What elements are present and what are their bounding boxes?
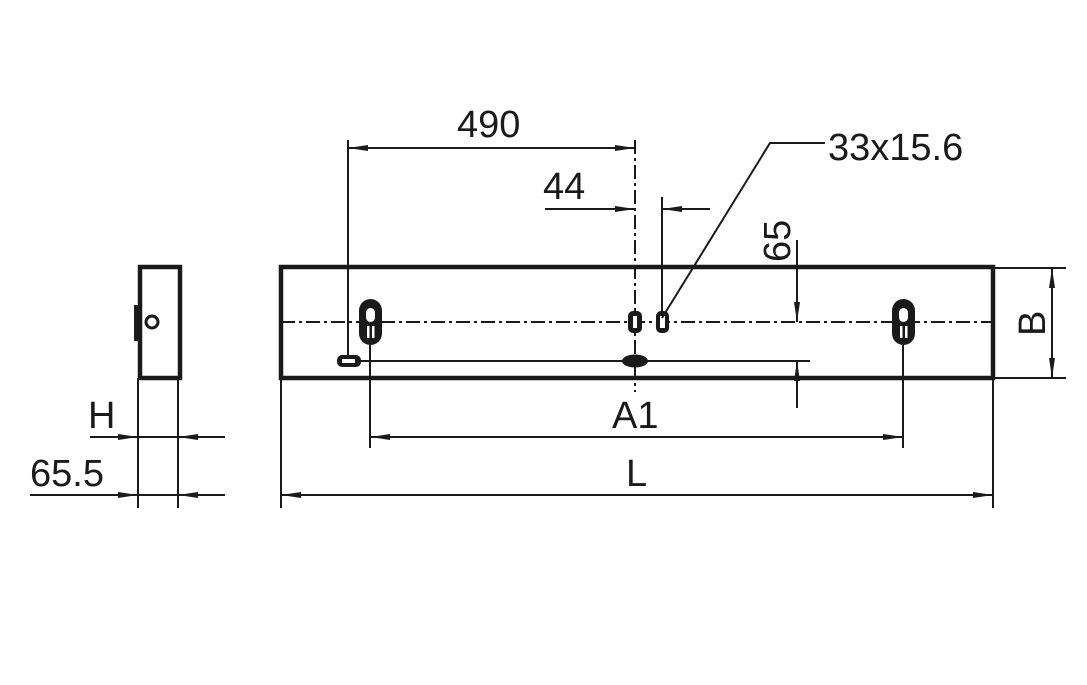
label-slot-size: 33x15.6 (828, 127, 963, 169)
keyhole-left (359, 299, 382, 345)
keyhole-right (892, 299, 915, 345)
label-h: H (88, 395, 115, 437)
lower-hole-center (622, 354, 648, 368)
lower-slot-left (337, 355, 361, 367)
label-490: 490 (457, 104, 520, 146)
label-b: B (1012, 311, 1054, 336)
side-bracket (134, 305, 140, 341)
label-65: 65 (757, 220, 799, 262)
side-view: H 65.5 (30, 264, 225, 508)
label-44: 44 (543, 166, 585, 208)
label-a1: A1 (612, 395, 658, 437)
label-l: L (626, 453, 647, 495)
center-slot (628, 311, 642, 333)
label-65-5: 65.5 (30, 453, 104, 495)
slot-leader (661, 142, 825, 319)
front-view: 490 44 33x15.6 65 B A1 L (278, 104, 1066, 508)
cable-slot (656, 311, 669, 333)
side-hole (144, 314, 160, 330)
